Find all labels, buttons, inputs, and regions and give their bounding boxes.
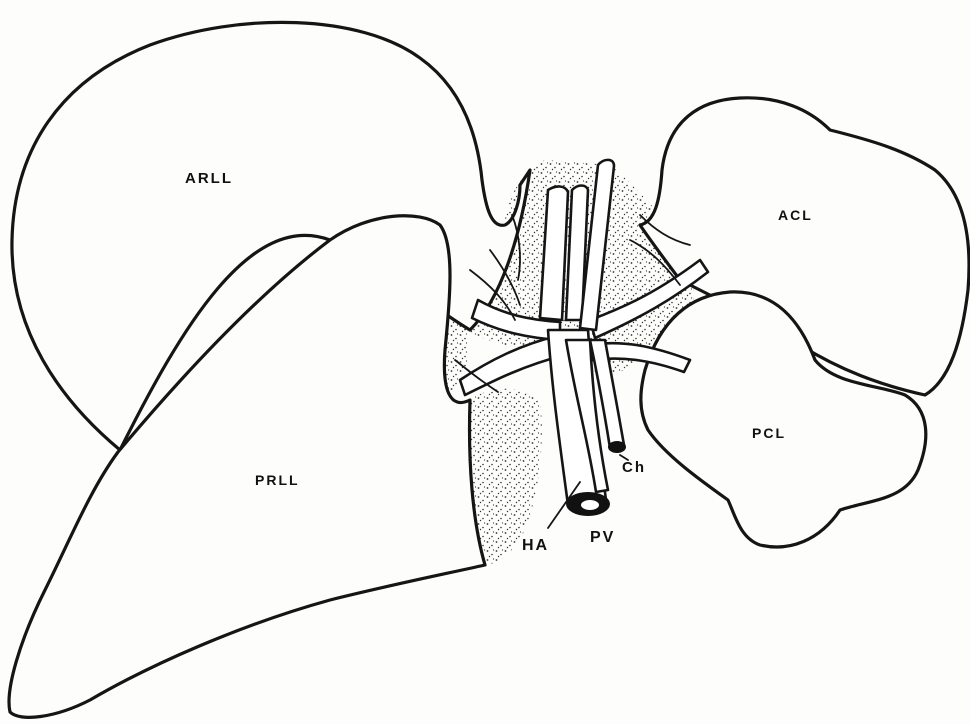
portal-vein-lumen <box>581 500 599 510</box>
label-pcl: PCL <box>752 425 786 441</box>
label-ch: Ch <box>622 459 646 476</box>
label-arll: ARLL <box>185 170 233 187</box>
bile-duct-end <box>608 441 626 453</box>
label-pv: PV <box>590 529 615 546</box>
label-prll: PRLL <box>255 472 300 488</box>
label-ha: HA <box>522 537 549 554</box>
label-acl: ACL <box>778 207 813 223</box>
